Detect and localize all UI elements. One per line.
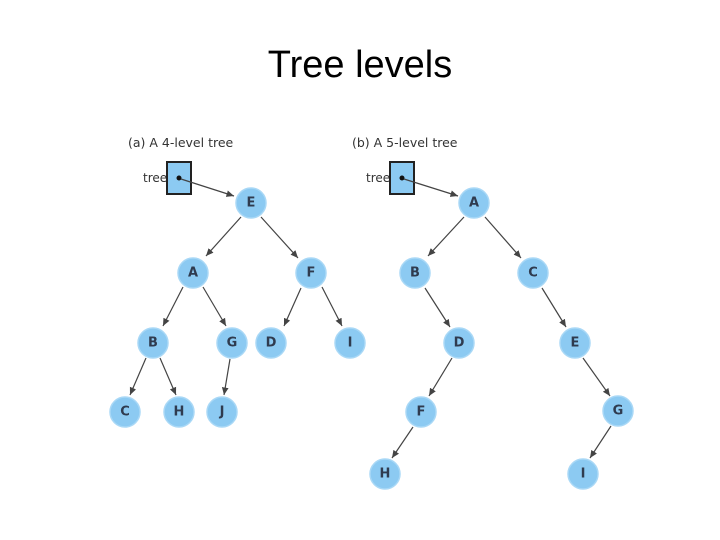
node-a-g: G: [216, 327, 248, 359]
svg-text:H: H: [380, 467, 391, 482]
svg-text:C: C: [528, 266, 538, 281]
svg-text:A: A: [188, 266, 198, 281]
node-b-b: B: [399, 257, 431, 289]
svg-text:D: D: [266, 336, 277, 351]
svg-text:D: D: [454, 336, 465, 351]
diagram-b-pointer-label: tree: [366, 171, 390, 185]
edge-a-a-b: [162, 286, 184, 327]
edge-a-e-f: [260, 216, 299, 259]
edge-a-g-j: [221, 358, 231, 396]
node-a-b: B: [137, 327, 169, 359]
node-a-j: J: [206, 396, 238, 428]
node-a-e: E: [235, 187, 267, 219]
svg-text:F: F: [417, 405, 426, 420]
diagram-b-pointer-dot: [399, 175, 405, 181]
svg-text:B: B: [148, 336, 158, 351]
edge-a-f-d: [283, 287, 302, 327]
edge-b-a-b: [427, 216, 465, 257]
svg-text:I: I: [581, 467, 586, 482]
diagram-b-caption: (b) A 5-level tree: [352, 135, 458, 150]
edge-b-e-g: [582, 357, 611, 397]
svg-text:G: G: [227, 336, 238, 351]
node-b-e: E: [559, 327, 591, 359]
node-a-i: I: [334, 327, 366, 359]
svg-text:F: F: [307, 266, 316, 281]
node-a-a: A: [177, 257, 209, 289]
edge-a-b-c: [129, 357, 147, 396]
edge-a-e-a: [205, 216, 242, 257]
edge-a-a-g: [202, 286, 227, 327]
edge-b-d-f: [428, 357, 453, 397]
node-b-f: F: [405, 396, 437, 428]
node-b-c: C: [517, 257, 549, 289]
node-b-h: H: [369, 458, 401, 490]
slide-title: Tree levels: [267, 44, 453, 86]
node-b-d: D: [443, 327, 475, 359]
node-a-h: H: [163, 396, 195, 428]
svg-text:H: H: [174, 405, 185, 420]
edge-b-f-h: [391, 426, 414, 459]
diagram-a-pointer-dot: [176, 175, 182, 181]
node-b-g: G: [602, 395, 634, 427]
svg-text:J: J: [219, 405, 225, 420]
edge-b-b-d: [424, 287, 451, 328]
edge-b-c-e: [541, 287, 567, 328]
edge-b-g-i: [589, 425, 612, 459]
diagram-a-pointer-label: tree: [143, 171, 167, 185]
svg-text:E: E: [247, 196, 256, 211]
svg-text:I: I: [348, 336, 353, 351]
node-b-a: A: [458, 187, 490, 219]
svg-text:A: A: [469, 196, 479, 211]
edge-b-a-c: [484, 216, 522, 259]
svg-text:C: C: [120, 405, 130, 420]
svg-text:B: B: [410, 266, 420, 281]
edge-a-f-i: [321, 286, 343, 327]
diagram-b: (b) A 5-level tree tree A B C D E F G H …: [352, 135, 634, 490]
node-a-d: D: [255, 327, 287, 359]
diagram-a: (a) A 4-level tree tree E A F B G D I C: [109, 135, 366, 428]
svg-text:G: G: [613, 404, 624, 419]
edge-a-b-h: [159, 357, 177, 396]
svg-text:E: E: [571, 336, 580, 351]
edge-a-tree-e: [180, 178, 235, 197]
node-a-c: C: [109, 396, 141, 428]
edge-b-tree-a: [403, 178, 459, 197]
diagram-a-caption: (a) A 4-level tree: [128, 135, 234, 150]
node-a-f: F: [295, 257, 327, 289]
node-b-i: I: [567, 458, 599, 490]
